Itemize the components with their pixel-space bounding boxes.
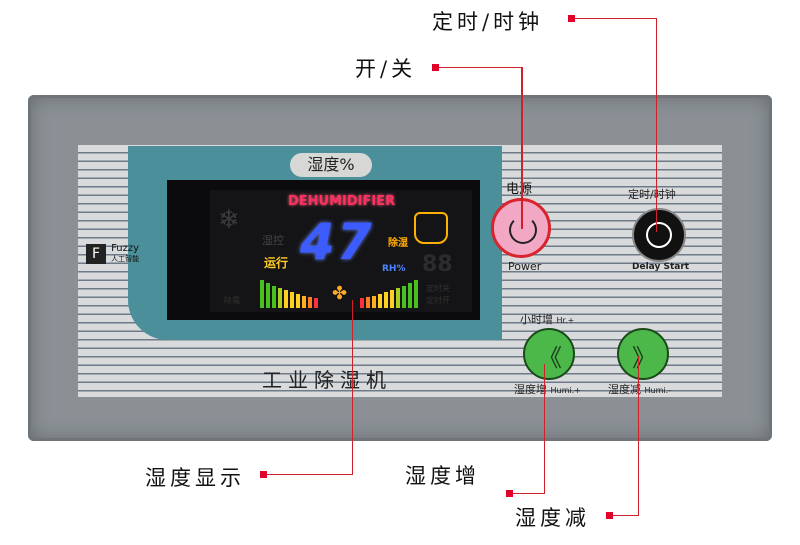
callout-line (513, 493, 545, 494)
product-name: 工业除湿机 (262, 368, 392, 392)
brand-logo: F Fuzzy 人工智能 (86, 243, 139, 264)
hum-down-en: Humi.- (644, 386, 672, 395)
snowflake-icon: ❄ (218, 205, 240, 235)
callout-marker (606, 512, 613, 519)
level-bars-left (260, 278, 326, 308)
humidity-up-button[interactable]: 《 (523, 328, 575, 380)
timer-off-label: 定时关 (426, 284, 450, 293)
timer-digits: 88 (422, 252, 453, 277)
humidity-down-button[interactable]: 》 (617, 328, 669, 380)
callout-line (656, 18, 657, 232)
timer-en-label: Delay Start (632, 262, 690, 272)
lcd-screen: DEHUMIDIFIER ❄ 湿控 运行 47 RH% 除湿 88 定时关 定时… (210, 190, 472, 312)
callout-line (439, 67, 521, 68)
timer-on-label: 定时开 (426, 296, 450, 305)
callout-line (575, 18, 657, 19)
callout-line (352, 300, 353, 475)
humidity-up-label: 湿度增 Humi.+ (514, 381, 581, 397)
brand-name: Fuzzy (111, 242, 140, 254)
callout-line (267, 474, 353, 475)
brand-sub: 人工智能 (111, 254, 140, 263)
callout-hum-up: 湿度增 (405, 464, 480, 488)
humidity-label: 湿度% (290, 153, 372, 177)
humctrl-label: 湿控 (262, 234, 284, 247)
dehum-label: 除湿 (388, 238, 408, 249)
running-label: 运行 (264, 256, 289, 270)
humidity-value: 47 (300, 213, 374, 271)
power-icon (509, 216, 537, 244)
humidity-down-label: 湿度减 Humi.- (608, 381, 671, 397)
callout-power: 开/关 (355, 57, 417, 81)
callout-marker (432, 64, 439, 71)
callout-marker (506, 490, 513, 497)
hour-up-label: 小时增 Hr.+ (520, 311, 574, 327)
level-bars-right (360, 278, 426, 308)
hour-up-cn: 小时增 (520, 313, 553, 326)
power-label: 电源 (506, 182, 533, 197)
hum-up-en: Humi.+ (550, 386, 581, 395)
fan-icon: ✤ (332, 283, 348, 304)
chevron-right-icon: 》 (632, 344, 656, 372)
chevron-left-icon: 《 (538, 344, 562, 372)
defrost-label: 除霜 (224, 296, 240, 305)
power-en-label: Power (508, 260, 542, 273)
callout-hum-down: 湿度减 (515, 506, 590, 530)
clock-icon (646, 222, 672, 248)
timer-label: 定时/时钟 (628, 188, 676, 201)
callout-display: 湿度显示 (145, 466, 245, 490)
callout-marker (260, 471, 267, 478)
hum-up-cn: 湿度增 (514, 383, 547, 396)
callout-marker (568, 15, 575, 22)
water-tank-icon (414, 212, 448, 244)
delay-start-button[interactable] (632, 208, 686, 262)
callout-line (613, 515, 639, 516)
callout-line (521, 67, 523, 229)
hum-down-cn: 湿度减 (608, 383, 641, 396)
callout-line (638, 356, 639, 516)
callout-line (544, 364, 545, 494)
unit-label: RH% (382, 264, 406, 274)
display-title: DEHUMIDIFIER (288, 194, 396, 209)
callout-timer: 定时/时钟 (432, 10, 544, 34)
hour-up-en: Hr.+ (556, 316, 575, 325)
